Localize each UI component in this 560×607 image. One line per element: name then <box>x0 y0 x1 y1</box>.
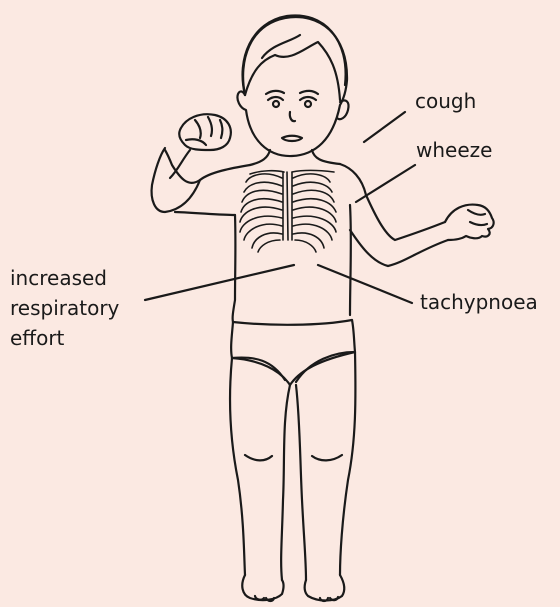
ribcage <box>240 171 336 253</box>
leader-wheeze <box>356 165 415 202</box>
leader-cough <box>364 112 405 142</box>
label-tachypnoea: tachypnoea <box>420 289 538 315</box>
raised-arm <box>152 114 235 215</box>
head <box>237 15 348 156</box>
leader-effort <box>145 265 294 300</box>
extended-arm <box>350 195 494 266</box>
label-wheeze: wheeze <box>416 137 492 163</box>
leader-tachypnoea <box>318 265 412 303</box>
legs <box>230 352 355 601</box>
label-cough: cough <box>415 88 476 114</box>
label-increased-respiratory-effort: increased respiratory effort <box>10 263 119 353</box>
nappy <box>231 320 355 385</box>
